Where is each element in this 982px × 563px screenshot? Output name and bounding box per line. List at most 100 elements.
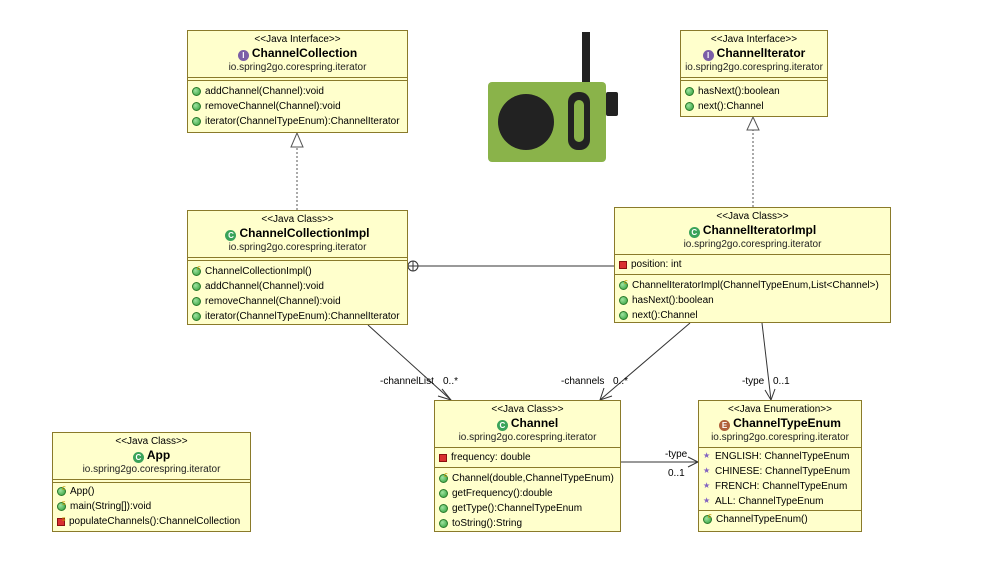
public-method-icon	[192, 87, 201, 96]
channel-type-role-label: -type	[665, 449, 688, 460]
public-method-icon	[685, 87, 694, 96]
stereotype: <<Java Class>>	[716, 211, 789, 222]
enum-icon: E	[719, 420, 731, 431]
method-row: iterator(ChannelTypeEnum):ChannelIterato…	[192, 309, 403, 324]
methods-section: App() main(String[]):void populateChanne…	[53, 482, 250, 532]
class-icon: C	[132, 452, 144, 463]
method-row: iterator(ChannelTypeEnum):ChannelIterato…	[192, 114, 403, 129]
iterator-type-role-label: -type	[742, 376, 765, 387]
class-name: ChannelIteratorImpl	[702, 223, 817, 237]
interface-icon: I	[237, 50, 249, 61]
methods-section: ChannelIteratorImpl(ChannelTypeEnum,List…	[615, 275, 890, 326]
package-name: io.spring2go.corespring.iterator	[711, 432, 849, 443]
method-row: getType():ChannelTypeEnum	[439, 501, 616, 516]
iterator-type-multiplicity-label: 0..1	[773, 376, 790, 387]
method-row: Channel(double,ChannelTypeEnum)	[439, 469, 616, 486]
enum-constant-row: FRENCH: ChannelTypeEnum	[703, 479, 857, 494]
fields-section: ENGLISH: ChannelTypeEnum CHINESE: Channe…	[699, 448, 861, 510]
package-name: io.spring2go.corespring.iterator	[228, 62, 367, 73]
enum-constant-icon	[703, 494, 712, 507]
method-row: App()	[57, 482, 246, 499]
method-row: populateChannels():ChannelCollection	[57, 513, 246, 529]
constructor-icon	[619, 276, 628, 290]
class-name: Channel	[510, 416, 559, 430]
channel-list-role-label: -channelList	[380, 376, 434, 387]
public-method-icon	[192, 312, 201, 321]
association-line	[599, 322, 691, 401]
class-name: ChannelIterator	[716, 46, 806, 60]
method-row: ChannelTypeEnum()	[703, 510, 857, 527]
public-method-icon	[192, 282, 201, 291]
methods-section: ChannelTypeEnum()	[699, 510, 861, 528]
stereotype: <<Java Class>>	[491, 404, 564, 415]
realization-arrowhead	[746, 115, 760, 131]
enum-constant-icon	[703, 449, 712, 462]
package-name: io.spring2go.corespring.iterator	[458, 432, 597, 443]
private-field-icon	[439, 453, 447, 462]
method-row: next():Channel	[619, 308, 886, 323]
fields-section: frequency: double	[435, 448, 620, 467]
class-name: ChannelCollection	[251, 46, 358, 60]
public-method-icon	[439, 504, 448, 513]
stereotype: <<Java Interface>>	[254, 34, 341, 45]
enum-constant-row: ALL: ChannelTypeEnum	[703, 494, 857, 509]
package-name: io.spring2go.corespring.iterator	[683, 239, 822, 250]
private-static-method-icon	[57, 513, 66, 526]
method-row: hasNext():boolean	[619, 293, 886, 308]
enum-constant-icon	[703, 479, 712, 492]
method-row: getFrequency():double	[439, 486, 616, 501]
radio-icon	[488, 32, 618, 162]
public-method-icon	[685, 102, 694, 111]
package-name: io.spring2go.corespring.iterator	[685, 62, 823, 73]
association-line	[761, 322, 772, 401]
public-method-icon	[619, 296, 628, 305]
field-row: position: int	[619, 257, 886, 272]
interface-icon: I	[702, 50, 714, 61]
channels-role-label: -channels	[561, 376, 605, 387]
private-field-icon	[619, 260, 627, 269]
constructor-icon	[703, 510, 712, 524]
methods-section: ChannelCollectionImpl() addChannel(Chann…	[188, 261, 407, 327]
stereotype: <<Java Class>>	[261, 214, 334, 225]
public-method-icon	[619, 311, 628, 320]
constructor-icon	[439, 469, 448, 483]
methods-section: addChannel(Channel):void removeChannel(C…	[188, 81, 407, 132]
association-line	[367, 324, 452, 401]
method-row: removeChannel(Channel):void	[192, 294, 403, 309]
static-method-icon	[57, 497, 66, 511]
enum-constant-icon	[703, 464, 712, 477]
channel-type-multiplicity-label: 0..1	[668, 468, 685, 479]
method-row: ChannelIteratorImpl(ChannelTypeEnum,List…	[619, 276, 886, 293]
public-method-icon	[439, 489, 448, 498]
stereotype: <<Java Enumeration>>	[728, 404, 832, 415]
method-row: main(String[]):void	[57, 497, 246, 514]
method-row: addChannel(Channel):void	[192, 279, 403, 294]
enum-constant-row: ENGLISH: ChannelTypeEnum	[703, 449, 857, 464]
channels-multiplicity-label: 0..*	[613, 376, 629, 387]
public-method-icon	[192, 297, 201, 306]
channel-list-multiplicity-label: 0..*	[443, 376, 459, 387]
method-row: next():Channel	[685, 99, 823, 114]
package-name: io.spring2go.corespring.iterator	[228, 242, 367, 253]
class-name: ChannelCollectionImpl	[239, 226, 370, 240]
constructor-icon	[57, 482, 66, 496]
field-row: frequency: double	[439, 450, 616, 465]
stereotype: <<Java Class>>	[115, 436, 188, 447]
class-name: ChannelTypeEnum	[733, 416, 841, 430]
method-row: addChannel(Channel):void	[192, 84, 403, 99]
stereotype: <<Java Interface>>	[710, 34, 798, 45]
fields-section: position: int	[615, 255, 890, 274]
package-name: io.spring2go.corespring.iterator	[82, 464, 221, 475]
methods-section: hasNext():boolean next():Channel	[681, 81, 827, 117]
public-method-icon	[192, 117, 201, 126]
method-row: hasNext():boolean	[685, 84, 823, 99]
public-method-icon	[192, 102, 201, 111]
method-row: removeChannel(Channel):void	[192, 99, 403, 114]
